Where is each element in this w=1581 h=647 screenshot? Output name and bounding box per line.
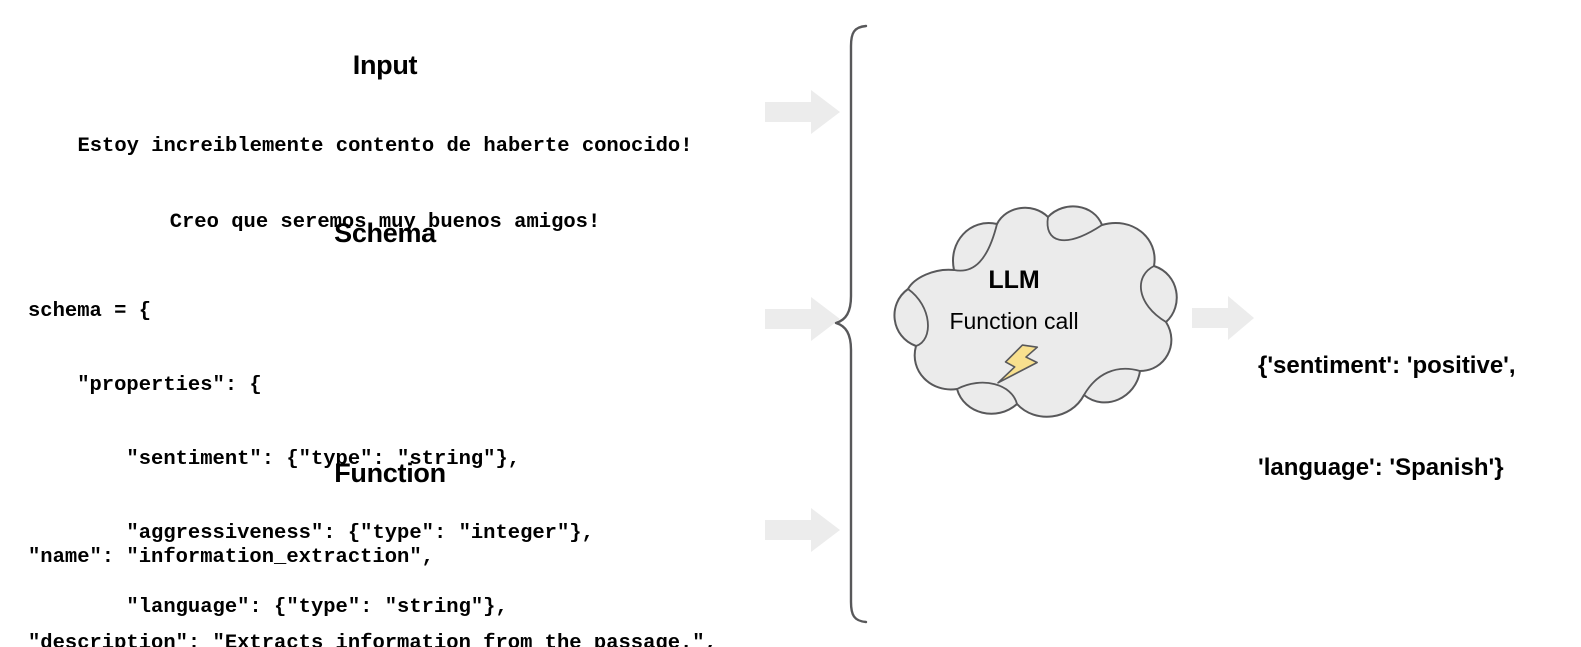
arrow-schema-to-llm <box>765 297 840 341</box>
output-line-2: 'language': 'Spanish'} <box>1258 454 1504 481</box>
schema-text-block: schema = { "properties": { "sentiment": … <box>28 252 594 647</box>
schema-heading: Schema <box>334 218 436 248</box>
function-heading: Function <box>334 458 446 488</box>
arrow-llm-to-output <box>1192 296 1254 340</box>
input-line-1: Estoy increiblemente contento de haberte… <box>77 135 693 158</box>
output-text-block: {'sentiment': 'positive', 'language': 'S… <box>1258 281 1516 553</box>
cloud-shape <box>893 205 1178 418</box>
schema-line-4: "aggressiveness": {"type": "integer"}, <box>28 522 594 545</box>
function-text-block: "name": "information_extraction", "descr… <box>28 492 717 647</box>
llm-subtitle: Function call <box>949 308 1079 334</box>
schema-line-1: schema = { <box>28 300 152 323</box>
input-heading: Input <box>352 50 418 80</box>
schema-line-2: "properties": { <box>28 374 262 397</box>
function-line-1: "name": "information_extraction", <box>28 546 434 569</box>
input-line-2: Creo que seremos muy buenos amigos! <box>169 211 601 234</box>
schema-line-3: "sentiment": {"type": "string"}, <box>28 448 521 471</box>
arrow-input-to-llm <box>765 90 840 134</box>
llm-cloud: LLM Function call <box>878 198 1188 426</box>
lightning-bolt-icon <box>997 344 1039 384</box>
arrow-function-to-llm <box>765 508 840 552</box>
grouping-brace <box>834 24 868 624</box>
input-text-block: Estoy increiblemente contento de haberte… <box>0 86 770 284</box>
schema-line-5: "language": {"type": "string"}, <box>28 596 508 619</box>
output-line-1: {'sentiment': 'positive', <box>1258 352 1516 379</box>
function-line-2: "description": "Extracts information fro… <box>28 631 717 647</box>
llm-title: LLM <box>988 266 1040 294</box>
